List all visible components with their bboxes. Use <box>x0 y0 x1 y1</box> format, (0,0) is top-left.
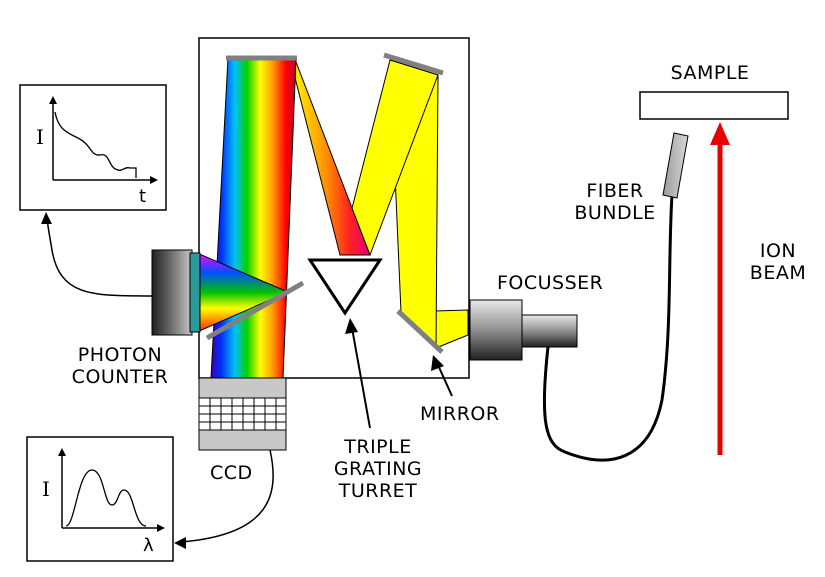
input-mirror <box>396 309 444 354</box>
turret-line-3: TURRET <box>338 480 418 502</box>
ccd-label: CCD <box>210 462 253 484</box>
focusser-body <box>469 299 523 361</box>
turret-line-2: GRATING <box>333 458 423 480</box>
photon-counter-line-2: COUNTER <box>71 366 169 388</box>
turret-line-1: TRIPLE <box>344 436 412 458</box>
mirror-pointer-head <box>431 355 444 371</box>
spectrum-curve <box>65 469 147 527</box>
exit-mirror <box>205 280 305 341</box>
spectrum-plot-yarrow <box>58 448 66 456</box>
fiber-bundle-label: FIBER BUNDLE <box>565 180 665 224</box>
grating-pointer <box>351 327 371 429</box>
spectrum-plot-axes <box>61 450 162 529</box>
ccd-cable-arrow <box>174 537 186 549</box>
fiber-bundle-line-1: FIBER <box>586 180 644 202</box>
photon-counter-label: PHOTON COUNTER <box>60 344 180 388</box>
photon-counter <box>151 249 193 336</box>
photon-counter-line-1: PHOTON <box>77 344 163 366</box>
ion-beam-label: ION BEAM <box>738 240 818 284</box>
time-decay-curve <box>54 111 137 178</box>
ccd-bottom <box>198 429 287 451</box>
photon-counter-cable-arrow <box>41 212 52 224</box>
time-plot-xlabel: t <box>139 186 147 207</box>
grating-pointer-head <box>345 318 358 334</box>
time-plot-xarrow <box>150 176 158 184</box>
ion-beam-line-1: ION <box>759 240 797 262</box>
ccd-cable <box>179 449 274 543</box>
spectrum-plot-xarrow <box>157 524 165 532</box>
ccd-top <box>198 377 287 399</box>
ccd-pixels <box>199 398 286 430</box>
fiber-bundle-line-2: BUNDLE <box>574 202 656 224</box>
spectrum-plot-box <box>26 436 174 562</box>
mirror-label: MIRROR <box>420 403 500 425</box>
focusser-label: FOCUSSER <box>497 272 604 294</box>
top-right-mirror <box>383 52 444 76</box>
spectrum-plot-xlabel: λ <box>143 535 155 556</box>
time-plot-axes <box>52 98 155 181</box>
mirror-pointer <box>437 364 453 397</box>
fiber-tip <box>662 132 689 199</box>
spectrum-plot-ylabel: I <box>42 477 51 501</box>
photon-counter-window <box>189 252 201 333</box>
time-plot-ylabel: I <box>36 125 45 149</box>
ion-beam-line-2: BEAM <box>749 262 807 284</box>
ion-beam-arrowhead <box>710 122 730 145</box>
focusser-nose <box>521 314 578 348</box>
sample <box>639 91 789 120</box>
photon-counter-cable <box>46 217 153 297</box>
time-plot-box <box>19 84 167 211</box>
fiber-cable <box>542 194 674 462</box>
grating-turret <box>307 258 383 316</box>
sample-label: SAMPLE <box>670 62 750 84</box>
triple-grating-turret-label: TRIPLE GRATING TURRET <box>328 436 428 502</box>
time-plot-yarrow <box>49 96 57 104</box>
